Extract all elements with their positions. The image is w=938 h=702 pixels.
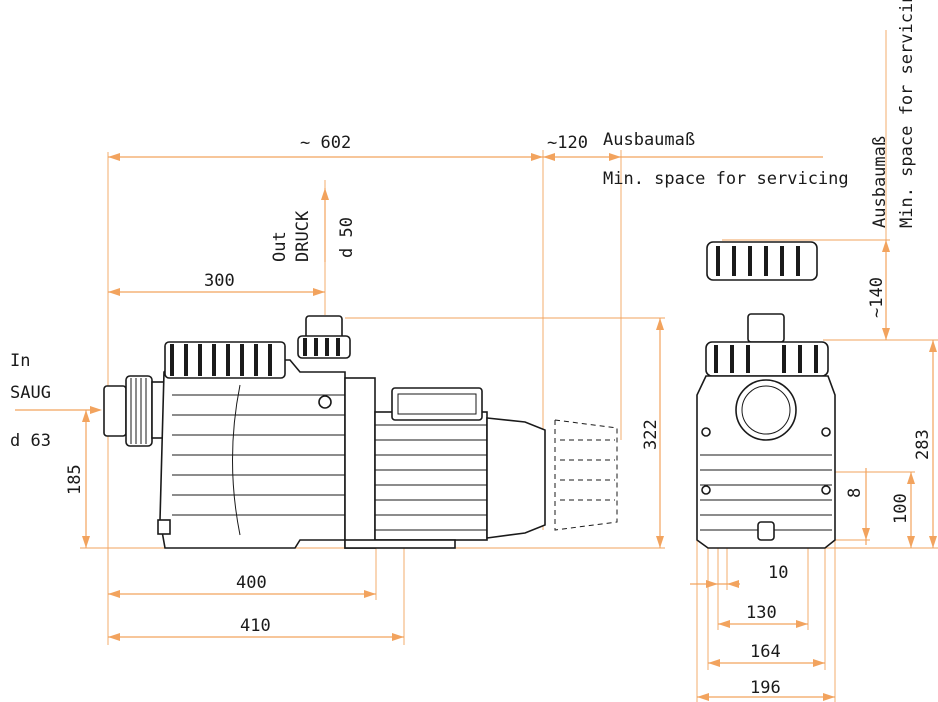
lid-removed-ribs — [716, 246, 800, 276]
dim-inlet-to-outlet: 300 — [204, 271, 235, 291]
motor-body — [374, 411, 488, 541]
outlet-ribs — [303, 338, 340, 356]
outlet-out-label: Out — [270, 231, 290, 262]
dim-width-196: 196 — [750, 678, 781, 698]
lid-mounted-ribs — [714, 345, 818, 373]
inlet-saug-label: SAUG — [10, 383, 51, 403]
dim-foot-8: 8 — [845, 488, 865, 498]
lid-ribs — [170, 344, 272, 376]
front-housing — [696, 375, 836, 549]
pump-housing — [159, 359, 346, 549]
drain-plug — [757, 521, 775, 541]
dim-outlet-height: 100 — [891, 493, 911, 524]
dim-base-410: 410 — [240, 616, 271, 636]
lid-mounted — [705, 341, 829, 377]
dim-total-height: 322 — [641, 419, 661, 450]
dimension-lines — [15, 30, 938, 702]
inlet-ribs — [130, 378, 147, 444]
text-labels: In SAUG d 63 Out DRUCK d 50 Ausbaumaß Mi… — [10, 0, 933, 698]
dim-inlet-height: 185 — [65, 464, 85, 495]
dim-base-400: 400 — [236, 573, 267, 593]
pump-front-view — [696, 241, 836, 549]
terminal-box — [391, 387, 483, 421]
dim-overall-length: ~ 602 — [300, 133, 351, 153]
inlet-diameter-label: d 63 — [10, 431, 51, 451]
motor-flange — [344, 377, 376, 549]
dim-width-130: 130 — [746, 603, 777, 623]
dim-width-164: 164 — [750, 642, 781, 662]
front-ribs — [700, 454, 832, 531]
inlet-union — [103, 385, 127, 437]
dim-lid-clearance: ~140 — [867, 277, 887, 318]
service-en-label: Min. space for servicing — [603, 169, 849, 189]
service-de-side-label: Ausbaumaß — [870, 136, 890, 228]
inlet-opening — [735, 379, 797, 441]
dim-front-height: 283 — [913, 429, 933, 460]
outlet-druck-label: DRUCK — [293, 210, 313, 262]
inlet-in-label: In — [10, 351, 30, 371]
lid-removed — [706, 241, 818, 281]
service-clearance-outline — [554, 419, 618, 531]
service-en-side-label: Min. space for servicing — [897, 0, 917, 228]
housing-ribs — [172, 384, 345, 536]
dim-service-length: ~120 — [547, 133, 588, 153]
fan-cover — [486, 417, 546, 539]
service-de-label: Ausbaumaß — [603, 130, 695, 150]
pump-side-view — [103, 315, 618, 549]
strainer-lid — [164, 341, 286, 379]
outlet-diameter-label: d 50 — [337, 217, 357, 258]
motor-fins — [375, 424, 487, 531]
dim-width-10: 10 — [768, 563, 788, 583]
